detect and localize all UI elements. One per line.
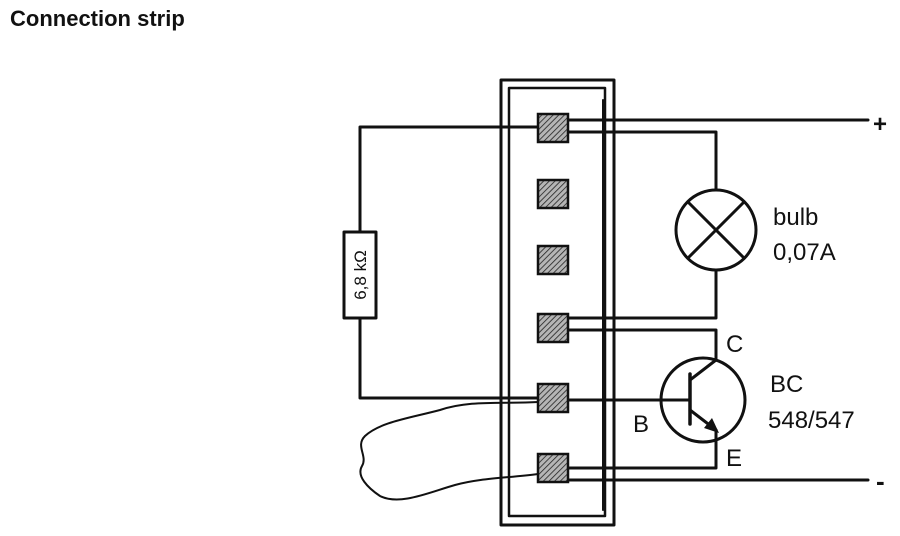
terminal-3 <box>536 244 570 276</box>
terminal-5 <box>536 382 570 414</box>
terminal-2 <box>536 178 570 210</box>
loose-cable <box>359 401 539 501</box>
page-title: Connection strip <box>10 6 185 31</box>
bulb-cross-b <box>686 200 746 260</box>
wire-resistor-top <box>358 125 540 234</box>
transistor-type-label: BC <box>770 371 803 398</box>
strip-outer-frame <box>499 78 616 527</box>
emitter-label: E <box>726 445 742 472</box>
base-label: B <box>633 411 649 438</box>
strip-inner-frame <box>507 86 607 518</box>
minus-label: - <box>876 466 885 496</box>
wire-collector <box>566 328 718 382</box>
transistor-model-label: 548/547 <box>768 407 855 434</box>
resistor-body <box>342 230 378 320</box>
plus-label: + <box>873 111 887 138</box>
transistor-emitter-arrow <box>704 418 719 433</box>
wire-to-bulb <box>566 130 718 192</box>
wire-resistor-bottom <box>358 316 540 400</box>
bulb-current-label: 0,07A <box>773 239 836 266</box>
resistor-label: 6,8 kΩ <box>351 250 370 300</box>
terminal-1 <box>536 112 570 144</box>
collector-label: C <box>726 331 743 358</box>
bulb-name-label: bulb <box>773 204 818 231</box>
wire-bulb-to-collector <box>566 268 718 320</box>
terminal-6 <box>536 452 570 484</box>
terminal-4 <box>536 312 570 344</box>
wire-emitter <box>566 428 718 470</box>
